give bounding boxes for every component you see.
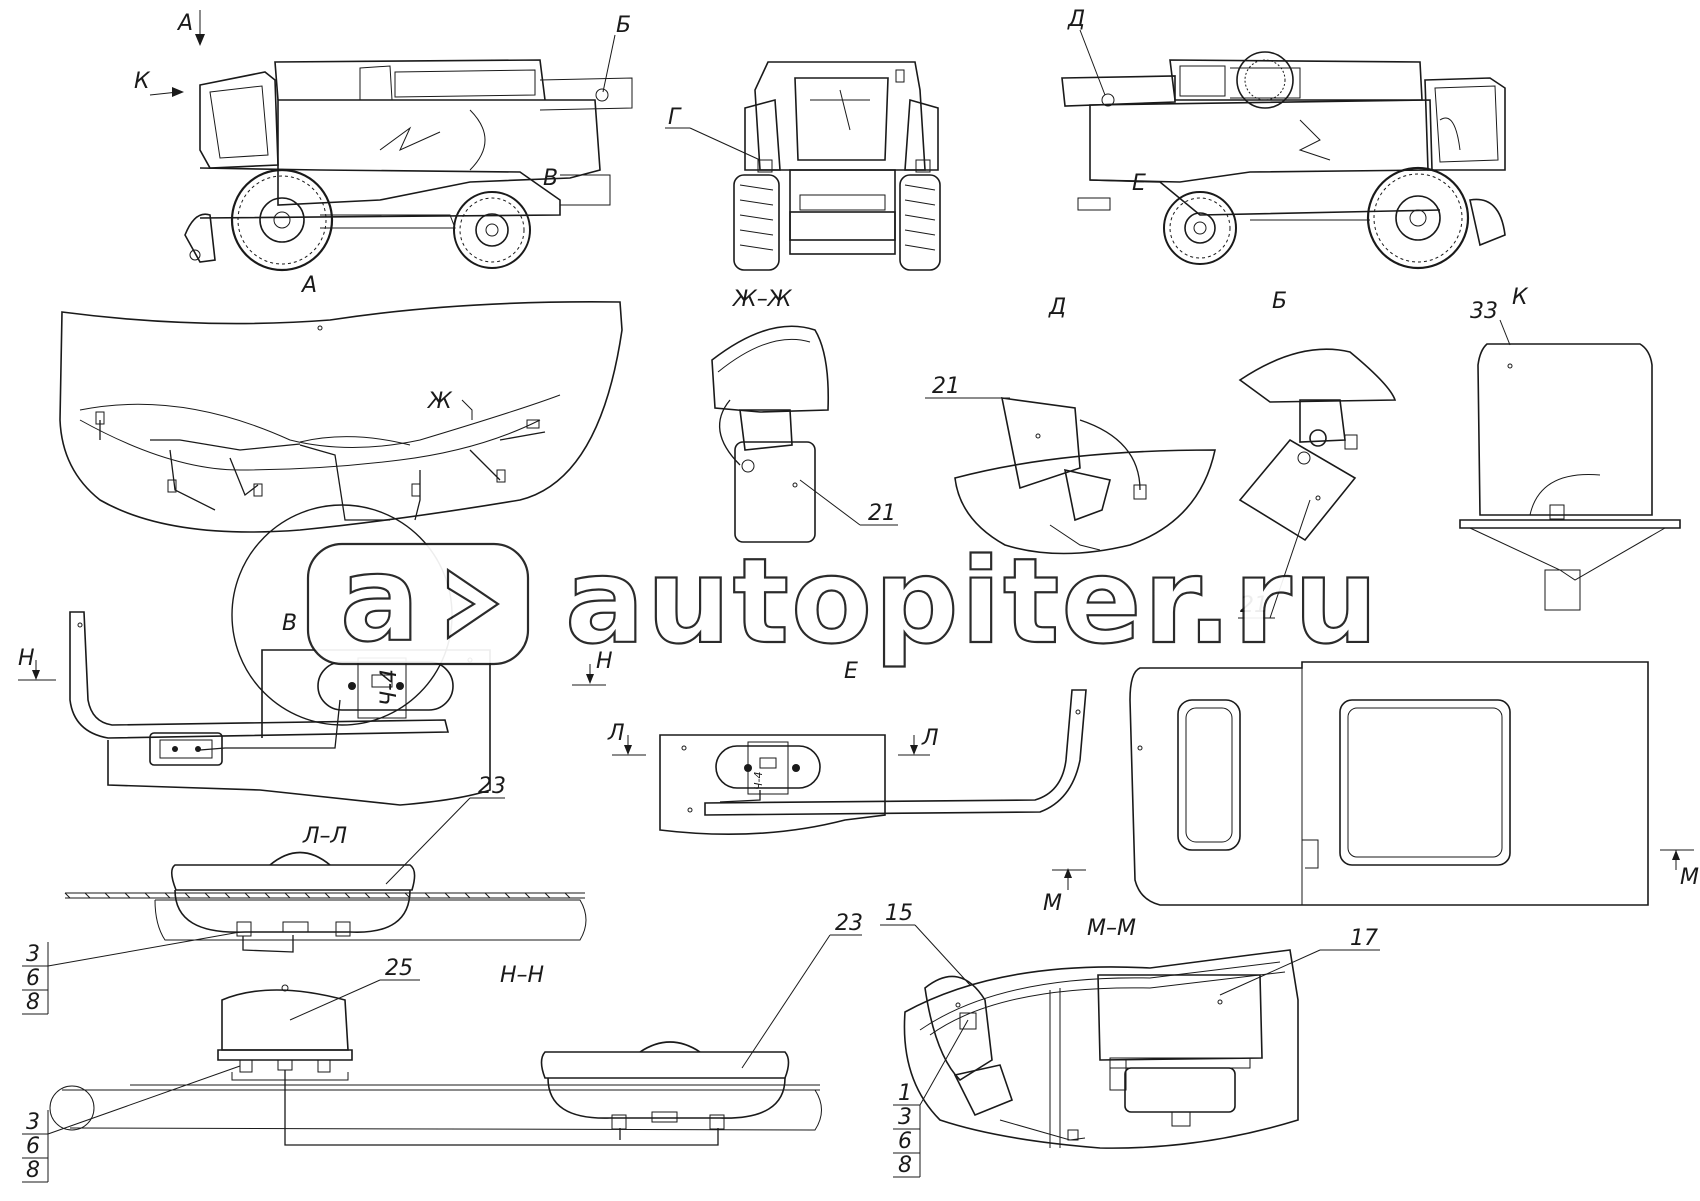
svg-text:33: 33 bbox=[1470, 299, 1498, 324]
section-arrow-m-right: М bbox=[1660, 849, 1699, 890]
svg-text:8: 8 bbox=[26, 1158, 40, 1183]
svg-text:17: 17 bbox=[1350, 926, 1378, 951]
combine-left-side-view bbox=[184, 59, 633, 272]
mirror-bracket-detail-d bbox=[711, 325, 830, 543]
watermark-logo-box bbox=[306, 542, 530, 666]
marker-e: Е bbox=[1132, 171, 1146, 196]
caption-m-m: М–М bbox=[1087, 916, 1136, 941]
callout-23-a: 23 bbox=[385, 774, 506, 885]
svg-text:Н: Н bbox=[596, 649, 613, 674]
section-arrow-m-bottom: М bbox=[1043, 868, 1086, 916]
callout-15: 15 bbox=[880, 901, 971, 986]
watermark-site: autopiter.ru bbox=[565, 532, 1380, 670]
svg-text:Б: Б bbox=[616, 13, 631, 38]
light-mount-view-e bbox=[659, 689, 1087, 836]
view-arrow-b: Б bbox=[602, 13, 631, 93]
section-arrow-l-left: Л bbox=[607, 721, 646, 756]
svg-text:8: 8 bbox=[898, 1153, 912, 1178]
detail-label-v: В bbox=[282, 611, 297, 636]
section-l-l bbox=[64, 851, 587, 953]
svg-text:6: 6 bbox=[26, 966, 40, 991]
caption-l-l: Л–Л bbox=[302, 824, 347, 849]
svg-text:6: 6 bbox=[26, 1134, 40, 1159]
callout-23-b: 23 bbox=[741, 911, 863, 1069]
svg-text:Л: Л bbox=[921, 726, 939, 751]
svg-text:25: 25 bbox=[385, 956, 413, 981]
svg-text:Н: Н bbox=[18, 646, 35, 671]
svg-text:А: А bbox=[176, 11, 193, 36]
callout-1-3-6-8: 1 3 6 8 bbox=[893, 1019, 969, 1178]
view-arrow-d: Д bbox=[1067, 7, 1106, 96]
view-arrow-k: К bbox=[134, 69, 184, 97]
watermark-arrow-icon bbox=[446, 567, 500, 641]
caption-d: Д bbox=[1048, 295, 1066, 320]
callout-21-c: 21 bbox=[1238, 499, 1311, 619]
mirror-bracket-detail-e bbox=[1238, 348, 1397, 542]
connector-tag-v: Ч-4 bbox=[377, 669, 402, 706]
view-arrow-a: А bbox=[176, 10, 205, 46]
svg-text:21: 21 bbox=[868, 501, 896, 526]
svg-text:М: М bbox=[1043, 891, 1062, 916]
svg-text:3: 3 bbox=[26, 942, 40, 967]
callout-17: 17 bbox=[1219, 926, 1380, 996]
beacon-view-k bbox=[1459, 343, 1681, 611]
marker-g-leader: Г bbox=[665, 105, 761, 161]
section-n-n bbox=[49, 984, 822, 1146]
svg-text:Д: Д bbox=[1067, 7, 1085, 32]
section-arrow-n-right: Н bbox=[572, 649, 613, 686]
cab-roof-plan bbox=[1129, 661, 1649, 906]
svg-text:23: 23 bbox=[835, 911, 863, 936]
svg-text:Л: Л bbox=[607, 721, 625, 746]
section-arrow-n-left: Н bbox=[18, 646, 56, 681]
light-mount-view-v bbox=[69, 611, 491, 806]
watermark-logo-letter: a bbox=[340, 530, 422, 668]
svg-text:21: 21 bbox=[932, 374, 960, 399]
svg-text:М: М bbox=[1680, 865, 1699, 890]
callout-21-a: 21 bbox=[799, 479, 898, 526]
callout-33: 33 bbox=[1470, 299, 1511, 346]
svg-text:15: 15 bbox=[885, 901, 913, 926]
marker-v: В bbox=[543, 166, 558, 191]
svg-text:3: 3 bbox=[898, 1105, 912, 1130]
svg-text:23: 23 bbox=[478, 774, 506, 799]
section-m-m-detail bbox=[903, 949, 1299, 1149]
caption-e: Е bbox=[844, 659, 858, 684]
combine-right-side-view bbox=[1061, 51, 1506, 270]
mirror-bracket-detail-b bbox=[954, 397, 1216, 555]
callout-3-6-8-a: 3 6 8 bbox=[22, 931, 241, 1015]
cab-roof-view bbox=[59, 301, 623, 533]
callout-21-b: 21 bbox=[925, 374, 1010, 399]
callout-25: 25 bbox=[289, 956, 420, 1021]
svg-text:1: 1 bbox=[898, 1081, 912, 1106]
svg-text:К: К bbox=[134, 69, 151, 94]
caption-a: А bbox=[300, 273, 317, 298]
connector-tag-e: Ч-4 bbox=[752, 771, 765, 790]
svg-text:8: 8 bbox=[26, 990, 40, 1015]
caption-k: К bbox=[1512, 285, 1529, 310]
caption-n-n: Н–Н bbox=[500, 963, 544, 988]
combine-front-view bbox=[733, 61, 941, 271]
svg-text:6: 6 bbox=[898, 1129, 912, 1154]
svg-text:Ж: Ж bbox=[426, 389, 453, 414]
svg-text:3: 3 bbox=[26, 1110, 40, 1135]
callout-3-6-8-b: 3 6 8 bbox=[22, 1065, 241, 1183]
svg-text:Г: Г bbox=[668, 105, 682, 130]
section-arrow-zh: Ж bbox=[426, 389, 473, 420]
section-arrow-l-right: Л bbox=[898, 726, 939, 756]
caption-b: Б bbox=[1272, 289, 1287, 314]
svg-text:21: 21 bbox=[1240, 593, 1268, 618]
caption-zh-zh: Ж–Ж bbox=[731, 287, 793, 312]
watermark: a autopiter.ru bbox=[306, 529, 1380, 671]
